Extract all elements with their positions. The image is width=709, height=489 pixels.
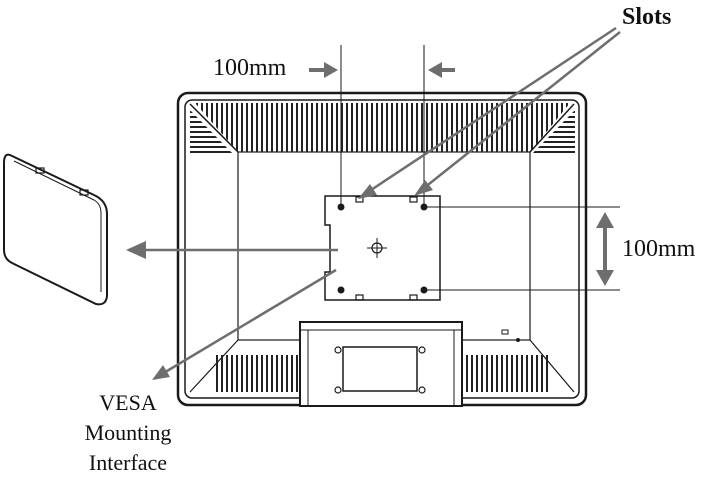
vertical-dimension-arrow [596, 212, 614, 286]
slot [355, 294, 364, 301]
vertical-spacing-label: 100mm [622, 236, 696, 262]
cover-removal-arrow [126, 241, 338, 259]
detached-rear-cover [3, 153, 108, 306]
screw-hole [337, 286, 345, 294]
vesa-label-line: Mounting [84, 420, 172, 445]
slot [409, 196, 418, 203]
crosshair-icon [367, 238, 387, 258]
vesa-label-line: Interface [88, 450, 168, 475]
dimension-lines [340, 45, 620, 291]
dimension-arrow-left [309, 62, 338, 78]
vent-grille-bottom-left [215, 355, 298, 392]
vesa-mounting-interface-label: VESA Mounting Interface [68, 388, 188, 478]
slots-label: Slots [622, 4, 672, 30]
horizontal-spacing-label: 100mm [213, 55, 287, 81]
dimension-arrow-right [428, 62, 455, 78]
vesa-mounting-plate [324, 195, 441, 301]
vesa-pointer-arrow [152, 268, 337, 380]
vent-grille-bottom-right [466, 355, 551, 392]
vesa-label-line: VESA [99, 390, 157, 415]
slot [355, 196, 364, 203]
stand-connector [299, 321, 520, 407]
slots-pointer-arrows [358, 26, 621, 199]
vent-grille-top [195, 103, 570, 152]
slot [409, 294, 418, 301]
